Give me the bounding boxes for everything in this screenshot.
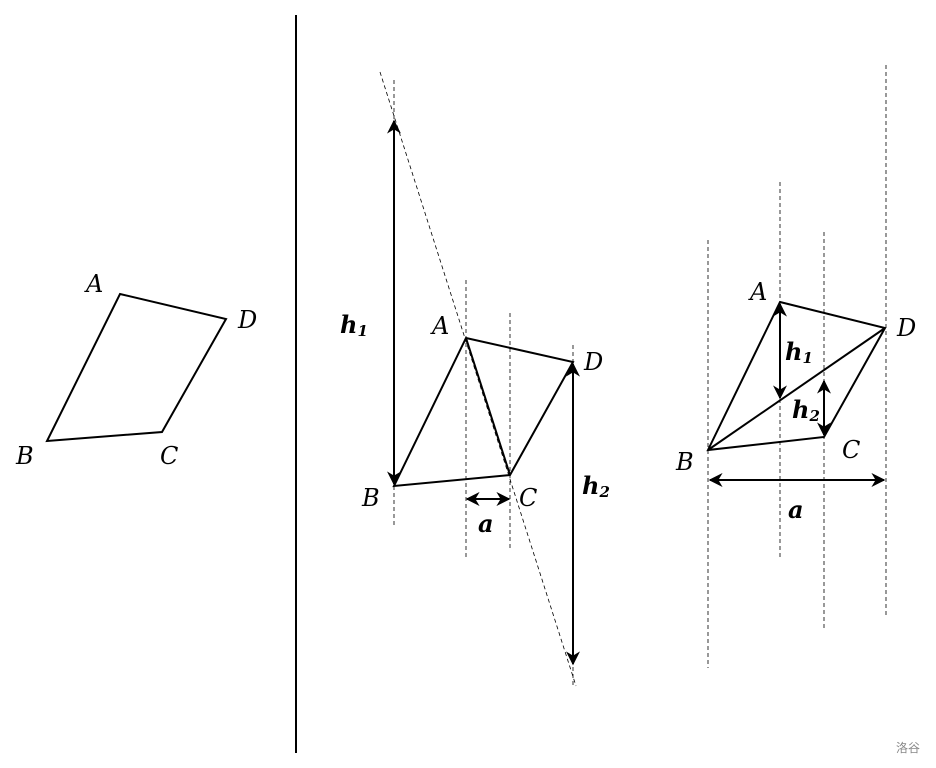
label-a-distance: a [788, 495, 804, 524]
label-h2: h2 [582, 471, 610, 501]
label-c: C [842, 436, 860, 464]
dashed-line-ac [379, 71, 577, 687]
figure-1-parallelogram: A D C B [15, 270, 257, 470]
figure-2-triangles: A D B C h1 h2 a [340, 71, 610, 687]
label-a: A [430, 312, 449, 340]
label-h1: h1 [785, 337, 813, 367]
label-a-distance: a [478, 509, 494, 538]
label-d: D [237, 306, 257, 334]
label-b: B [15, 442, 34, 470]
diagonal-bd [707, 327, 886, 451]
figure-3-diagonal: A D B C h1 h2 a [675, 65, 916, 668]
label-h2: h2 [792, 395, 820, 425]
diagonal-ac [465, 337, 511, 476]
label-h1: h1 [340, 310, 368, 340]
label-b: B [361, 484, 380, 512]
label-c: C [160, 442, 178, 470]
quadrilateral-abcd [45, 292, 228, 443]
quadrilateral-abcd [392, 336, 575, 488]
label-d: D [896, 314, 916, 342]
label-a: A [748, 278, 767, 306]
label-b: B [675, 448, 694, 476]
label-d: D [583, 348, 603, 376]
label-c: C [519, 484, 537, 512]
label-a: A [84, 270, 103, 298]
quadrilateral-abcd [706, 300, 887, 452]
watermark: 洛谷 [896, 740, 920, 755]
